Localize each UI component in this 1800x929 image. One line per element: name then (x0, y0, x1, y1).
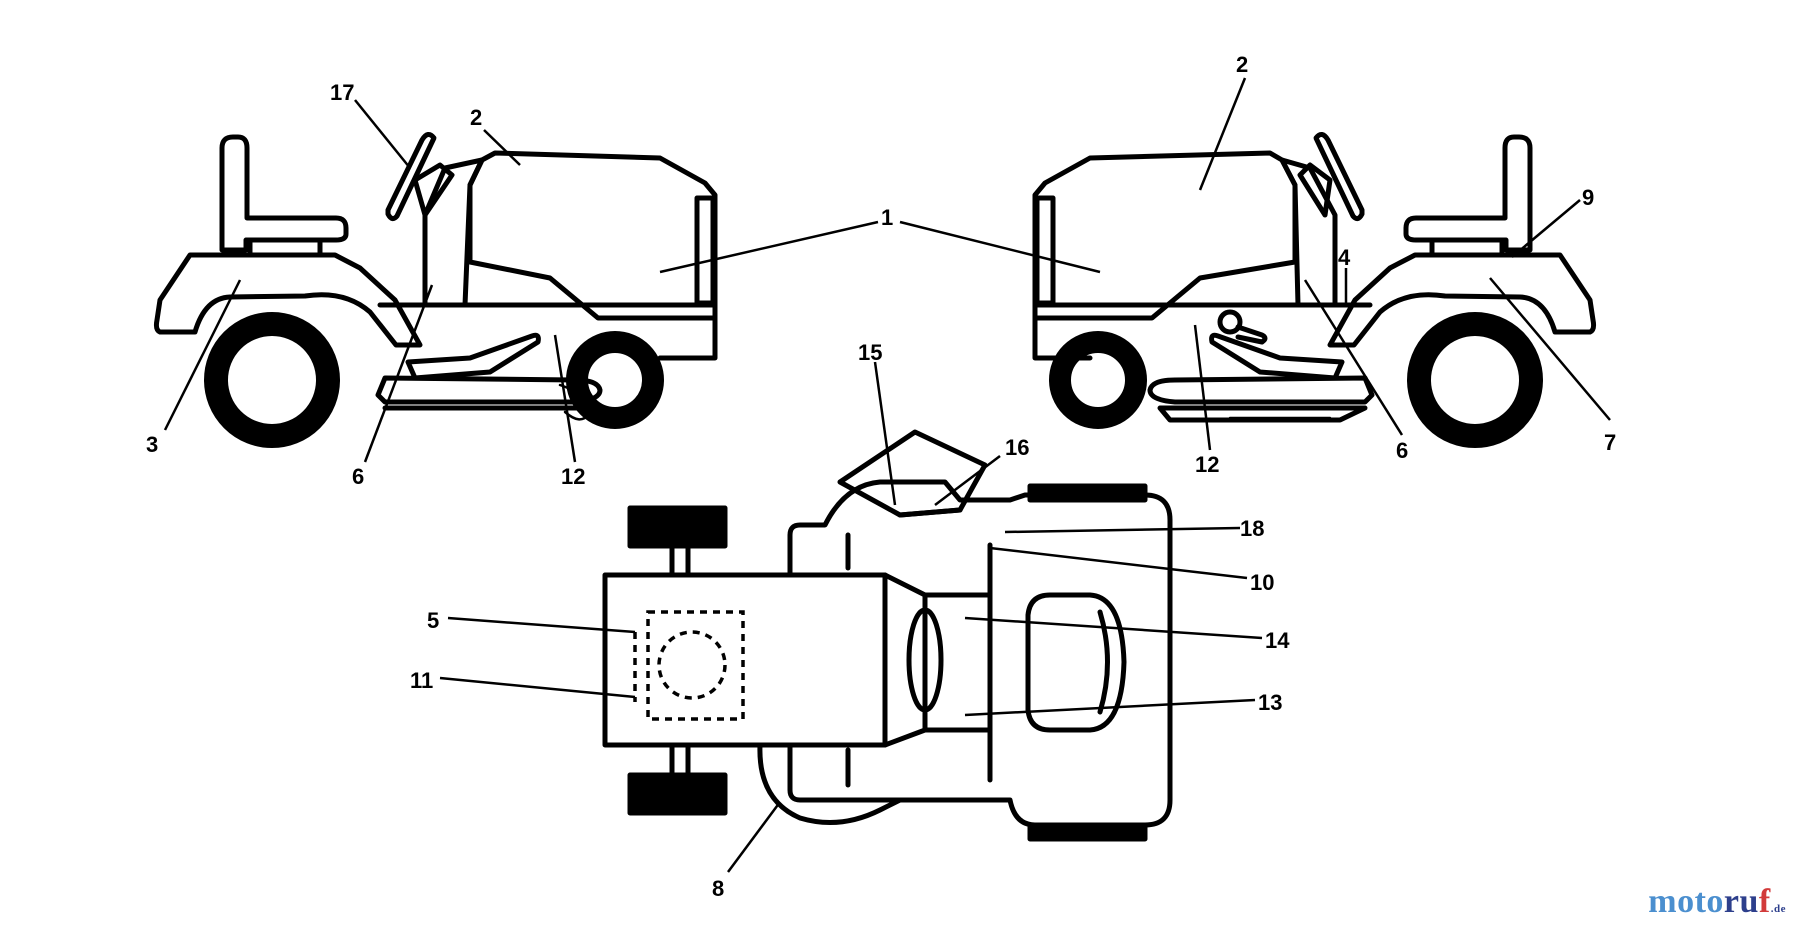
callout-14: 14 (1265, 628, 1290, 653)
watermark-part-c: f (1758, 883, 1771, 920)
front-right-wheel (627, 772, 728, 816)
front-wheel-tire (566, 331, 664, 429)
leader-10 (989, 546, 1248, 580)
watermark-logo: motoruf.de (1648, 883, 1786, 921)
leader-5 (447, 616, 636, 634)
seat (1403, 134, 1533, 253)
steering-column (412, 162, 455, 218)
tractor-right-side-view (1032, 132, 1597, 448)
engine-outline (646, 610, 745, 721)
steering-wheel (385, 132, 437, 222)
leader-12-right (1193, 324, 1212, 451)
steering-wheel (906, 607, 944, 713)
leader-2-left (483, 129, 521, 166)
callout-13: 13 (1258, 690, 1282, 715)
callout-6-left: 6 (352, 464, 364, 489)
discharge-chute-mouth (897, 507, 963, 518)
grille (694, 195, 716, 306)
callout-11: 11 (410, 668, 433, 693)
front-wheel-tire (1049, 331, 1147, 429)
leader-7 (1489, 277, 1611, 421)
leader-13 (964, 698, 1256, 717)
leader-1-left (659, 220, 879, 274)
leader-2-right (1198, 77, 1247, 191)
rear-wheel-tire (204, 312, 340, 448)
seat-back-curve (1097, 609, 1110, 715)
watermark-tld: .de (1770, 903, 1786, 915)
dash-console (882, 572, 928, 748)
leader-3 (163, 279, 242, 431)
callout-17: 17 (330, 80, 354, 105)
tractor-left-side-view (153, 132, 718, 448)
front-left-wheel (627, 505, 728, 549)
callout-12-right: 12 (1195, 452, 1219, 477)
rear-right-wheel (1027, 822, 1148, 842)
leader-9 (1511, 199, 1581, 258)
callout-15: 15 (858, 340, 882, 365)
callout-9: 9 (1582, 185, 1594, 210)
seat-top (1025, 592, 1127, 733)
leader-12-left (553, 334, 577, 463)
callout-16: 16 (1005, 435, 1029, 460)
leader-17 (354, 99, 411, 169)
leader-6-right (1303, 279, 1404, 436)
leader-11 (439, 676, 636, 699)
hood (1032, 150, 1298, 321)
callout-12-left: 12 (561, 464, 585, 489)
leader-8 (726, 801, 782, 873)
leader-6-left (363, 284, 434, 463)
deck-skirt (1157, 405, 1368, 423)
body-outline (787, 479, 1173, 828)
hood (467, 150, 718, 321)
lift-lever (1235, 324, 1268, 345)
mower-deck-top (757, 742, 903, 825)
hood-top (602, 572, 888, 748)
watermark-part-b: ru (1723, 883, 1759, 920)
foot-pedal (1209, 332, 1345, 381)
leader-16 (934, 455, 1001, 506)
discharge-chute (837, 429, 988, 518)
leader-lines (163, 77, 1611, 873)
rear-fender (153, 252, 423, 348)
leader-14 (964, 616, 1263, 640)
frame (377, 302, 718, 361)
leader-1-right (899, 220, 1101, 274)
callout-5: 5 (427, 608, 439, 633)
rear-left-wheel (1027, 483, 1148, 503)
callout-2-right: 2 (1236, 52, 1248, 77)
seat (219, 134, 349, 253)
callout-4: 4 (1338, 245, 1351, 270)
callout-1: 1 (881, 205, 893, 230)
steering-column (1297, 162, 1333, 218)
engine-filter-outline (657, 630, 727, 700)
mower-deck (1147, 375, 1375, 405)
callout-6-right: 6 (1396, 438, 1408, 463)
watermark-part-a: moto (1648, 883, 1724, 920)
callout-18: 18 (1240, 516, 1264, 541)
tractor-top-view (602, 429, 1173, 842)
callout-8: 8 (712, 876, 724, 901)
leader-15 (873, 361, 897, 506)
grille (1034, 195, 1056, 306)
callout-7: 7 (1604, 430, 1616, 455)
callout-2-left: 2 (470, 105, 482, 130)
steering-wheel (1313, 132, 1365, 222)
callout-labels: 1 2 2 17 3 6 12 12 6 4 9 7 15 16 18 10 1… (146, 52, 1616, 901)
rear-wheel-tire (1407, 312, 1543, 448)
leader-18 (1004, 526, 1241, 534)
callout-10: 10 (1250, 570, 1274, 595)
foot-pedal (405, 332, 541, 381)
rear-fender (1327, 252, 1597, 348)
lift-lever-knob (1217, 309, 1243, 335)
callout-3: 3 (146, 432, 158, 457)
